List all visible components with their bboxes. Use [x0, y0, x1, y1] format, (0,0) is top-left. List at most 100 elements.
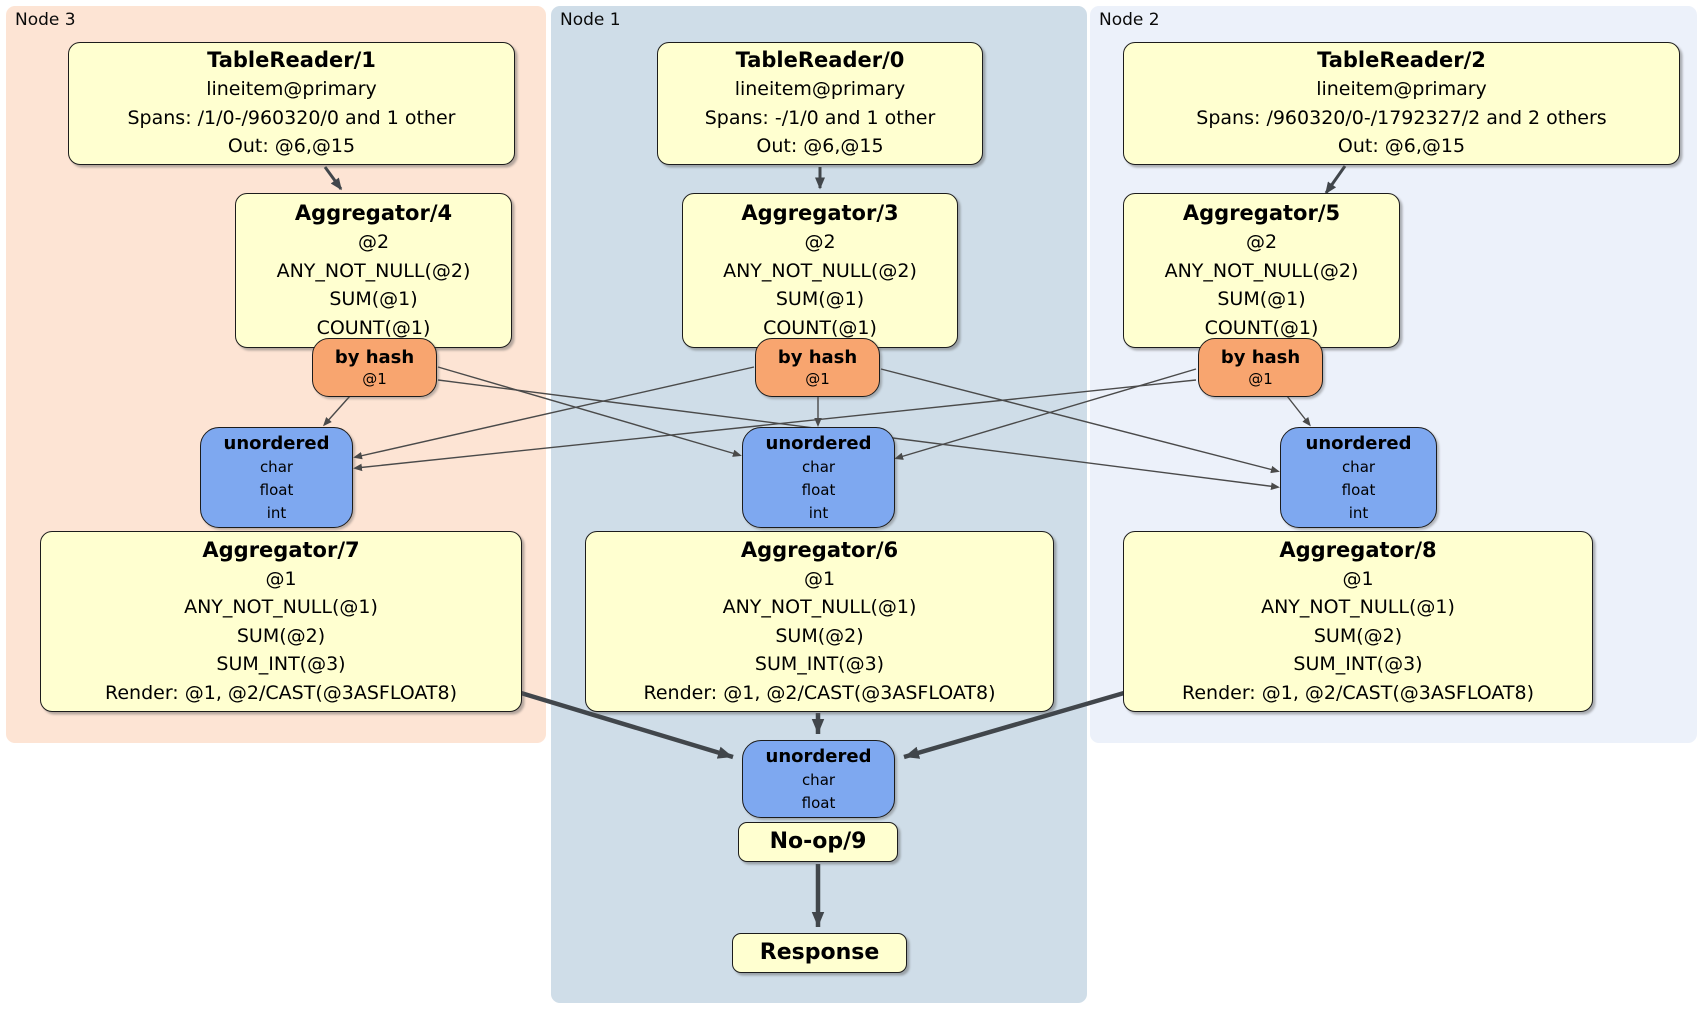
processor-noop-9: No-op/9 [738, 822, 898, 862]
processor-aggregator-8: Aggregator/8 @1 ANY_NOT_NULL(@1) SUM(@2)… [1123, 531, 1593, 712]
edge-tr2-ag5 [1324, 165, 1347, 195]
processor-line: COUNT(@1) [316, 316, 431, 339]
processor-line: COUNT(@1) [763, 316, 877, 339]
processor-line: ANY_NOT_NULL(@1) [1261, 596, 1455, 619]
processor-line: Render: @1, @2/CAST(@3ASFLOAT8) [105, 681, 457, 704]
processor-line: @2 [357, 231, 390, 253]
edge-bh1-un2 [880, 368, 1280, 474]
processor-tablereader-0: TableReader/0 lineitem@primary Spans: -/… [657, 42, 983, 165]
router-key: @1 [362, 370, 387, 388]
processor-title: Aggregator/7 [202, 537, 360, 562]
processor-line: Out: @6,@15 [1337, 135, 1466, 158]
router-by-hash-node2: by hash @1 [1198, 338, 1323, 397]
processor-aggregator-6: Aggregator/6 @1 ANY_NOT_NULL(@1) SUM(@2)… [585, 531, 1054, 712]
processor-line: ANY_NOT_NULL(@2) [723, 259, 917, 282]
processor-line: ANY_NOT_NULL(@1) [184, 596, 378, 619]
processor-line: Spans: /960320/0-/1792327/2 and 2 others [1196, 106, 1607, 129]
edge-ag8-unfinal [903, 690, 1125, 760]
processor-tablereader-1: TableReader/1 lineitem@primary Spans: /1… [68, 42, 515, 165]
processor-line: @2 [1245, 231, 1278, 253]
sync-stream: float [801, 793, 836, 812]
router-key: @1 [805, 370, 830, 388]
sync-stream: int [1348, 503, 1369, 522]
processor-line: lineitem@primary [734, 78, 906, 101]
processor-line: lineitem@primary [1316, 78, 1487, 101]
sync-stream: float [1341, 480, 1376, 499]
router-title: by hash [1220, 347, 1301, 368]
processor-title: TableReader/2 [1317, 48, 1486, 73]
processor-line: SUM(@2) [236, 624, 326, 647]
processor-tablereader-2: TableReader/2 lineitem@primary Spans: /9… [1123, 42, 1680, 165]
edge-bh1-un3 [353, 366, 755, 460]
response-title: Response [759, 940, 880, 965]
processor-line: SUM(@2) [775, 624, 864, 647]
processor-line: ANY_NOT_NULL(@1) [722, 596, 917, 619]
sync-stream: char [259, 457, 294, 476]
sync-stream: float [259, 480, 294, 499]
node3-region-label: Node 3 [15, 10, 76, 30]
processor-aggregator-5: Aggregator/5 @2 ANY_NOT_NULL(@2) SUM(@1)… [1123, 193, 1400, 348]
processor-line: ANY_NOT_NULL(@2) [276, 259, 471, 282]
processor-aggregator-7: Aggregator/7 @1 ANY_NOT_NULL(@1) SUM(@2)… [40, 531, 522, 712]
edge-tr1-ag4 [323, 166, 343, 191]
sync-title: unordered [1305, 432, 1412, 454]
sync-unordered-node1: unordered char float int [742, 427, 895, 528]
processor-line: Out: @6,@15 [227, 135, 356, 158]
processor-title: TableReader/1 [207, 48, 376, 73]
processor-line: @2 [804, 231, 836, 253]
sync-unordered-node2: unordered char float int [1280, 427, 1437, 528]
router-key: @1 [1248, 370, 1273, 388]
processor-line: SUM(@1) [329, 288, 418, 310]
response-box: Response [732, 933, 907, 973]
sync-stream: char [801, 457, 836, 476]
processor-line: @1 [265, 567, 297, 590]
router-by-hash-node3: by hash @1 [312, 338, 437, 397]
processor-title: Aggregator/3 [741, 201, 899, 225]
processor-line: SUM(@2) [1313, 624, 1403, 647]
router-by-hash-node1: by hash @1 [755, 338, 880, 397]
edge-bh2-un1 [894, 368, 1197, 460]
processor-line: SUM_INT(@3) [1293, 653, 1423, 676]
processor-aggregator-4: Aggregator/4 @2 ANY_NOT_NULL(@2) SUM(@1)… [235, 193, 512, 348]
processor-line: SUM(@1) [775, 288, 865, 310]
processor-line: lineitem@primary [206, 78, 377, 101]
processor-title: Aggregator/5 [1182, 201, 1341, 225]
processor-line: Out: @6,@15 [756, 135, 884, 158]
processor-line: Render: @1, @2/CAST(@3ASFLOAT8) [1182, 681, 1534, 704]
processor-aggregator-3: Aggregator/3 @2 ANY_NOT_NULL(@2) SUM(@1)… [682, 193, 958, 348]
processor-line: @1 [803, 567, 836, 590]
processor-title: Aggregator/6 [740, 537, 899, 562]
sync-stream: int [808, 503, 829, 522]
processor-line: @1 [1342, 567, 1374, 590]
sync-stream: float [801, 480, 836, 499]
processor-line: COUNT(@1) [1204, 316, 1319, 339]
node1-region-label: Node 1 [560, 10, 621, 30]
processor-line: SUM_INT(@3) [216, 653, 346, 676]
edge-bh2-un2 [1286, 395, 1311, 427]
edge-bh2-un3 [353, 379, 1197, 472]
node2-region-label: Node 2 [1099, 10, 1160, 30]
processor-title: TableReader/0 [735, 48, 905, 73]
processor-line: Spans: /1/0-/960320/0 and 1 other [127, 106, 456, 129]
edge-bh3-un3 [323, 395, 351, 427]
edge-ag7-unfinal [520, 690, 734, 760]
processor-line: SUM(@1) [1217, 288, 1306, 310]
processor-title: Aggregator/4 [294, 201, 453, 225]
sync-title: unordered [765, 432, 872, 454]
sync-title: unordered [223, 432, 330, 454]
sync-stream: char [1341, 457, 1376, 476]
processor-line: Spans: -/1/0 and 1 other [704, 106, 936, 129]
router-title: by hash [334, 347, 415, 368]
sync-stream: char [801, 770, 836, 789]
processor-title: No-op/9 [769, 829, 867, 854]
edge-bh3-un1 [437, 366, 742, 457]
sync-unordered-final: unordered char float [742, 740, 895, 818]
sync-stream: int [266, 503, 287, 522]
sync-unordered-node3: unordered char float int [200, 427, 353, 528]
processor-line: Render: @1, @2/CAST(@3ASFLOAT8) [643, 681, 996, 704]
processor-line: ANY_NOT_NULL(@2) [1164, 259, 1359, 282]
processor-line: SUM_INT(@3) [754, 653, 885, 676]
sync-title: unordered [765, 745, 872, 767]
